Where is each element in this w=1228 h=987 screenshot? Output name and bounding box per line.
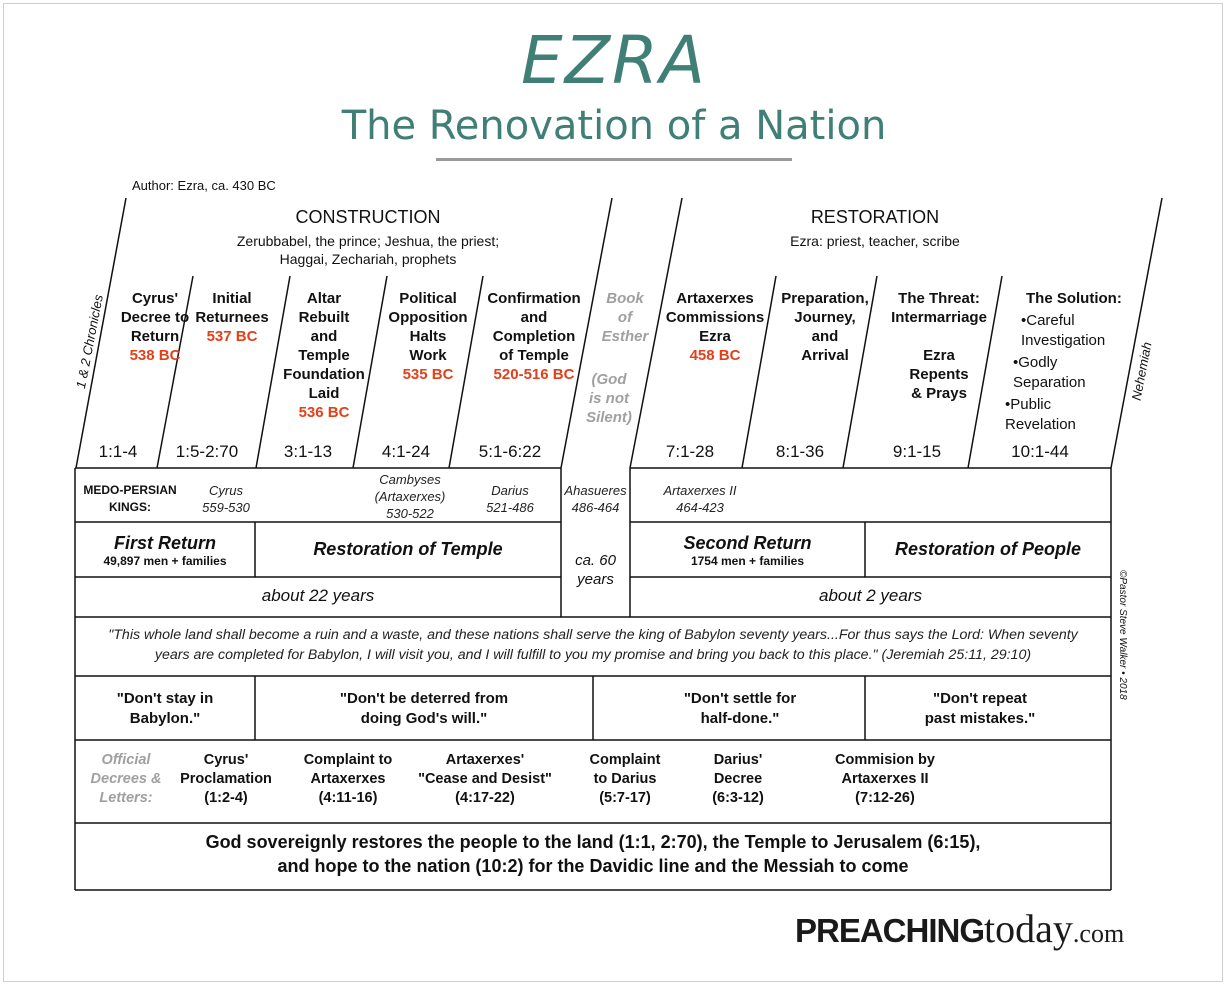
- ref-label: 1:1-4: [98, 442, 138, 461]
- years-right: about 2 years: [818, 586, 922, 605]
- copyright-label: ©Pastor Steve Walker • 2018: [1117, 570, 1128, 700]
- king-artaxerxes-ii: Artaxerxes II 464-423: [663, 483, 737, 515]
- column-cyrus-decree: Cyrus' Decree to Return 538 BC: [105, 289, 205, 365]
- column-artaxerxes-commission: Artaxerxes Commissions Ezra 458 BC: [660, 289, 770, 365]
- decree-cyrus-proclamation: Cyrus' Proclamation (1:2-4): [180, 752, 272, 806]
- ref-label: 5:1-6:22: [478, 442, 542, 461]
- ref-label: 10:1-44: [1011, 442, 1069, 461]
- decree-darius: Darius' Decree (6:3-12): [712, 752, 764, 806]
- lesson-deterred: "Don't be deterred from doing God's will…: [339, 690, 509, 727]
- first-return-title: First Return: [113, 533, 216, 553]
- decree-complaint-artaxerxes: Complaint to Artaxerxes (4:11-16): [303, 752, 393, 806]
- date-label: 538 BC: [129, 347, 181, 364]
- column-solution: The Solution: •Careful Investigation •Go…: [1003, 289, 1143, 435]
- date-label: 537 BC: [206, 328, 258, 345]
- date-label: 458 BC: [689, 347, 741, 364]
- decree-commission-artaxerxes: Commision by Artaxerxes II (7:12-26): [835, 752, 935, 806]
- esther-note: (God is not Silent): [586, 371, 632, 426]
- years-left: about 22 years: [261, 586, 375, 605]
- column-intermarriage-threat: The Threat: Intermarriage Ezra Repents &…: [891, 290, 987, 402]
- solution-title: The Solution:: [1026, 290, 1122, 307]
- construction-title: CONSTRUCTION: [295, 207, 441, 227]
- restoration-title: RESTORATION: [810, 207, 940, 227]
- date-label: 535 BC: [402, 366, 454, 383]
- restoration-leader: Ezra: priest, teacher, scribe: [790, 233, 960, 249]
- ref-label: 9:1-15: [892, 442, 942, 461]
- construction-header: CONSTRUCTION Zerubbabel, the prince; Jes…: [220, 207, 516, 268]
- jeremiah-quote: "This whole land shall become a ruin and…: [108, 627, 1078, 663]
- construction-leaders-2: Haggai, Zechariah, prophets: [279, 251, 457, 267]
- second-return-cell: Second Return 1754 men + families: [630, 533, 865, 568]
- decree-complaint-darius: Complaint to Darius (5:7-17): [589, 752, 661, 806]
- first-return-cell: First Return 49,897 men + families: [75, 533, 255, 568]
- column-altar-rebuilt: Altar Rebuilt and Temple Foundation Laid…: [274, 289, 374, 422]
- column-initial-returnees: Initial Returnees 537 BC: [182, 289, 282, 346]
- restoration-temple-cell: Restoration of Temple: [313, 539, 503, 559]
- king-cambyses: Cambyses (Artaxerxes) 530-522: [374, 472, 446, 521]
- king-ahasueres: Ahasueres 486-464: [564, 483, 627, 515]
- page-title: EZRA: [521, 22, 707, 99]
- second-return-title: Second Return: [683, 533, 812, 553]
- lesson-past-mistakes: "Don't repeat past mistakes.": [924, 690, 1036, 727]
- restoration-header: RESTORATION Ezra: priest, teacher, scrib…: [750, 207, 1000, 250]
- author-note: Author: Ezra, ca. 430 BC: [132, 178, 276, 193]
- second-return-count: 1754 men + families: [690, 554, 805, 568]
- date-label: 520-516 BC: [493, 366, 575, 383]
- lesson-babylon: "Don't stay in Babylon.": [116, 690, 214, 727]
- ref-label: 8:1-36: [775, 442, 825, 461]
- page-frame: [3, 3, 1223, 982]
- ref-label: 1:5-2:70: [175, 442, 239, 461]
- ref-label: 7:1-28: [665, 442, 715, 461]
- first-return-count: 49,897 men + families: [103, 554, 227, 568]
- esther-label: Book of Esther: [601, 290, 649, 345]
- king-cyrus: Cyrus 559-530: [202, 483, 250, 515]
- title-underline: [436, 158, 792, 161]
- decrees-label: Official Decrees & Letters:: [90, 752, 162, 806]
- decree-cease-and-desist: Artaxerxes' "Cease and Desist" (4:17-22): [418, 752, 552, 806]
- gap-years: ca. 60 years: [575, 552, 616, 588]
- preaching-today-logo: PREACHINGtoday.com: [795, 906, 1125, 951]
- page-subtitle: The Renovation of a Nation: [341, 103, 887, 149]
- king-darius: Darius 521-486: [486, 483, 534, 515]
- column-political-opposition: Political Opposition Halts Work 535 BC: [375, 289, 481, 384]
- restoration-people-cell: Restoration of People: [894, 539, 1082, 559]
- ref-label: 4:1-24: [381, 442, 431, 461]
- ref-label: 3:1-13: [283, 442, 333, 461]
- column-temple-completion: Confirmation and Completion of Temple 52…: [478, 289, 590, 384]
- summary-statement: God sovereignly restores the people to t…: [205, 832, 981, 876]
- date-label: 536 BC: [298, 404, 350, 421]
- construction-leaders-1: Zerubbabel, the prince; Jeshua, the prie…: [236, 233, 500, 249]
- lesson-half-done: "Don't settle for half-done.": [683, 690, 797, 727]
- kings-label: MEDO-PERSIAN KINGS:: [83, 483, 177, 514]
- column-preparation-journey: Preparation, Journey, and Arrival: [781, 290, 869, 364]
